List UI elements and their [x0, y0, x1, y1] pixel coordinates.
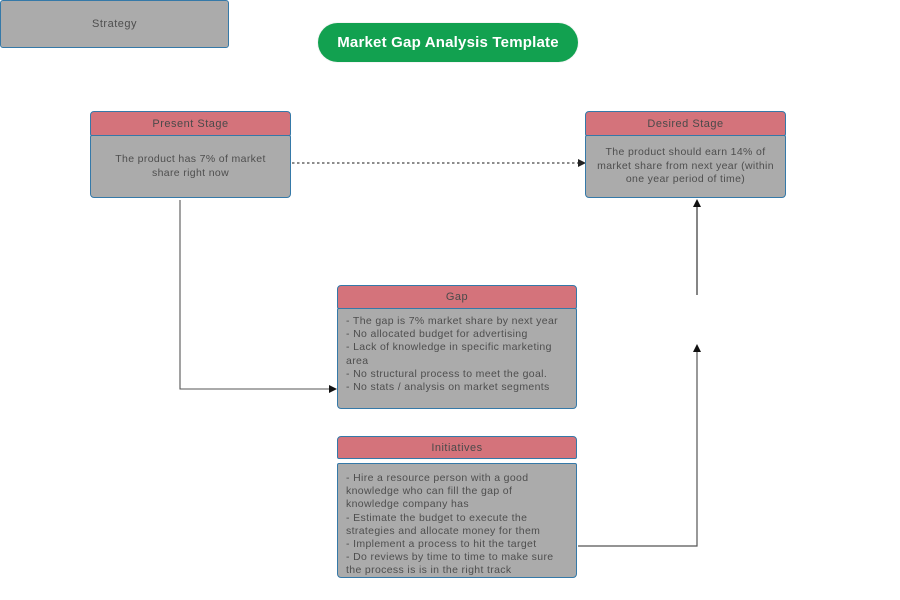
strategy-title: Strategy	[92, 18, 137, 30]
arrowhead-present-to-gap	[329, 385, 337, 393]
desired-stage-body: The product should earn 14% of market sh…	[585, 135, 786, 198]
connector-present-to-gap	[179, 200, 330, 390]
present-stage-header: Present Stage	[90, 111, 291, 136]
desired-stage-header: Desired Stage	[585, 111, 786, 136]
node-initiatives: Initiatives - Hire a resource person wit…	[337, 436, 577, 578]
gap-title: Gap	[445, 291, 469, 303]
node-present-stage: Present Stage The product has 7% of mark…	[90, 111, 291, 198]
desired-stage-title: Desired Stage	[647, 117, 724, 130]
gap-header: Gap	[337, 285, 577, 309]
initiatives-header: Initiatives	[337, 436, 577, 459]
present-stage-title: Present Stage	[152, 117, 229, 130]
present-stage-body: The product has 7% of market share right…	[90, 135, 291, 198]
initiatives-title: Initiatives	[431, 441, 483, 454]
initiatives-body: - Hire a resource person with a good kno…	[337, 463, 577, 578]
node-desired-stage: Desired Stage The product should earn 14…	[585, 111, 786, 198]
connector-initiatives-to-strategy	[578, 351, 698, 547]
node-strategy: Strategy	[0, 0, 229, 48]
arrowhead-strategy-to-desired	[693, 199, 701, 207]
node-gap: Gap - The gap is 7% market share by next…	[337, 285, 577, 409]
diagram-title: Market Gap Analysis Template	[318, 23, 578, 62]
arrowhead-initiatives-to-strategy	[693, 344, 701, 352]
diagram-title-label: Market Gap Analysis Template	[337, 34, 559, 51]
gap-body: - The gap is 7% market share by next yea…	[337, 308, 577, 409]
present-stage-text: The product has 7% of market share right…	[115, 153, 266, 179]
desired-stage-text: The product should earn 14% of market sh…	[597, 146, 774, 186]
